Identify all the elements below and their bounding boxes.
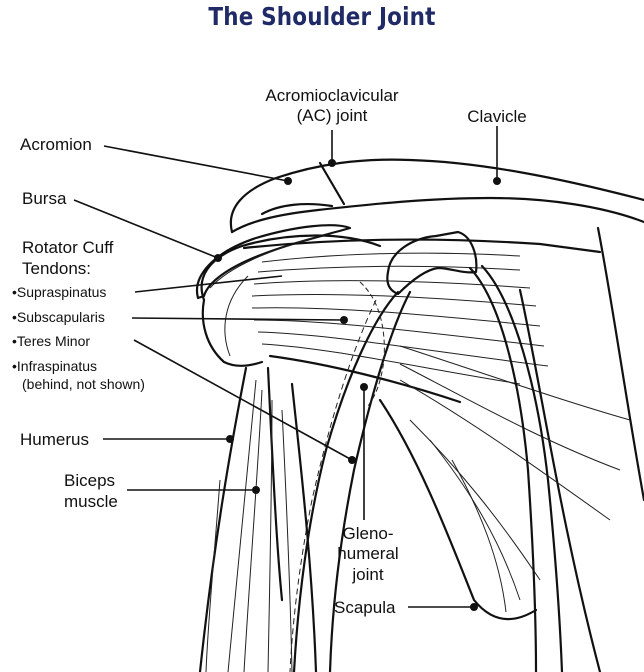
- label-ac-joint-line2: (AC) joint: [297, 106, 368, 125]
- label-scapula: Scapula: [334, 598, 396, 617]
- label-glenohumeral-line1: Gleno-: [342, 524, 393, 543]
- label-rotator-cuff-line2: Tendons:: [22, 259, 91, 278]
- label-supraspinatus: •Supraspinatus: [12, 284, 106, 300]
- humerus-and-biceps-shape: [200, 368, 316, 672]
- label-acromion: Acromion: [20, 135, 92, 154]
- label-clavicle: Clavicle: [467, 107, 527, 126]
- label-subscapularis: •Subscapularis: [12, 309, 105, 325]
- label-glenohumeral-line2: humeral: [337, 544, 398, 563]
- label-teres-minor: •Teres Minor: [12, 333, 90, 349]
- rotator-cuff-fibres: [244, 240, 600, 402]
- label-infraspinatus-line1: •Infraspinatus: [12, 358, 97, 374]
- label-biceps-line1: Biceps: [64, 471, 115, 490]
- label-biceps-line2: muscle: [64, 492, 118, 511]
- label-glenohumeral-line3: joint: [351, 565, 383, 584]
- clavicle-acromion-shape: [231, 160, 644, 232]
- label-infraspinatus-line2: (behind, not shown): [22, 376, 145, 392]
- label-bursa: Bursa: [22, 189, 67, 208]
- scapula-shape: [380, 228, 644, 672]
- label-humerus: Humerus: [20, 430, 89, 449]
- label-ac-joint-line1: Acromioclavicular: [265, 86, 399, 105]
- label-rotator-cuff-line1: Rotator Cuff: [22, 238, 114, 257]
